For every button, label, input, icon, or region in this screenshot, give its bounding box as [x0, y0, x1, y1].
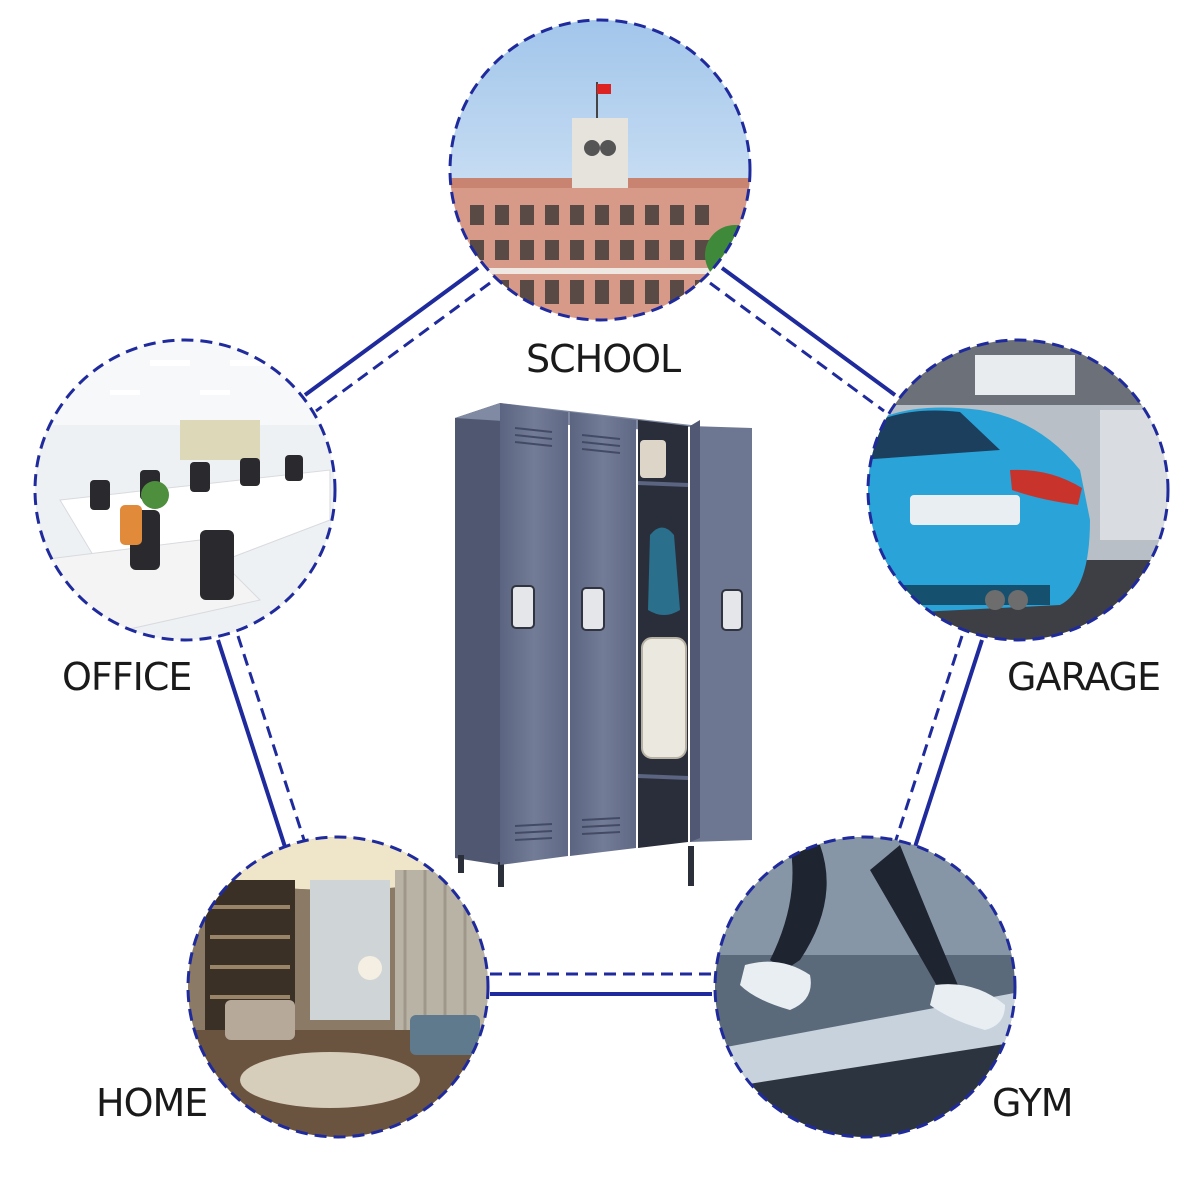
office-interior-photo	[35, 340, 335, 640]
locker-side-panel	[455, 403, 500, 865]
hat-item-icon	[640, 440, 666, 478]
home-circle	[186, 835, 490, 1139]
locker-legs	[458, 846, 694, 887]
gym-circle-border	[713, 835, 1017, 1139]
locker-door-1	[500, 403, 568, 865]
gym-circle	[713, 835, 1017, 1139]
home-interior-photo	[188, 837, 488, 1137]
locker-handle-3	[721, 589, 743, 631]
gym-label: GYM	[992, 1081, 1074, 1125]
locker-handle-1	[511, 585, 535, 629]
locker-open-door	[690, 420, 752, 842]
connector-office-home	[216, 635, 308, 851]
connector-school-office	[303, 266, 491, 413]
treadmill-runner-photo	[715, 837, 1015, 1137]
garage-circle	[866, 338, 1170, 642]
school-circle	[448, 18, 752, 322]
locker-open-compartment	[637, 420, 689, 848]
three-door-metal-locker	[455, 403, 752, 887]
home-label: HOME	[96, 1081, 208, 1125]
home-circle-border	[186, 835, 490, 1139]
office-circle	[33, 338, 337, 642]
school-building-photo	[450, 20, 750, 320]
backpack-item-icon	[648, 527, 680, 615]
school-circle-border	[448, 18, 752, 322]
connector-home-gym	[490, 972, 712, 996]
office-label: OFFICE	[62, 655, 192, 699]
connector-school-garage	[709, 266, 897, 413]
locker-door-2	[570, 412, 636, 856]
pentagon-connectors	[216, 266, 984, 996]
blue-car-garage-photo	[868, 340, 1168, 640]
school-label: SCHOOL	[526, 337, 681, 381]
connector-garage-gym	[892, 635, 984, 851]
garage-label: GARAGE	[1007, 655, 1161, 699]
locker-handle-2	[581, 587, 605, 631]
garage-circle-border	[866, 338, 1170, 642]
suitcase-item-icon	[641, 637, 687, 759]
office-circle-border	[33, 338, 337, 642]
